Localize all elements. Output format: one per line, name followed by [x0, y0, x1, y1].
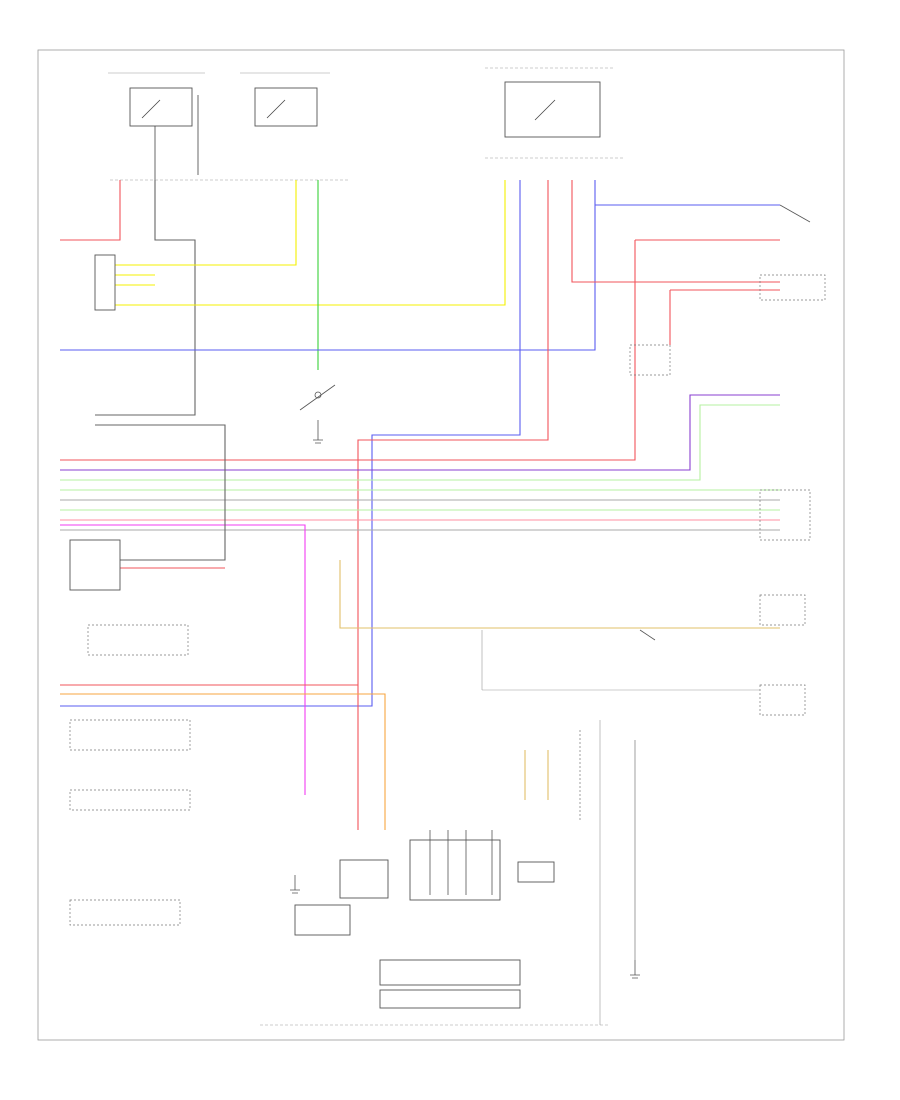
wire-red-right-3: [60, 240, 636, 461]
wire-darkgray: [95, 424, 226, 561]
wire-gray-relay: [95, 180, 196, 416]
wire-red-relay: [357, 180, 549, 830]
left-switch-1: [69, 719, 191, 751]
top-left-relay-group: [108, 72, 350, 181]
wires: [60, 180, 780, 830]
center-module: [339, 859, 389, 899]
top-right-relay: [485, 67, 625, 159]
left-bottom-module: [69, 899, 181, 926]
ground-symbol-2: [630, 960, 640, 979]
wire-yellow-1: [110, 180, 297, 266]
ground-symbol-3: [313, 420, 323, 444]
left-module-1: [69, 539, 121, 591]
bottom-connector-box: [409, 839, 501, 901]
right-module-4: [759, 594, 806, 626]
wire-tan-long: [339, 560, 780, 629]
components: [69, 204, 826, 1026]
wire-red-right-1: [571, 180, 780, 283]
left-module-2: [87, 624, 189, 656]
wire-orange: [60, 693, 386, 830]
center-ground-box: [294, 904, 351, 936]
relay-3-box: [504, 81, 601, 138]
relay-1-box: [129, 87, 193, 127]
diagram-frame: [37, 49, 845, 1041]
ground-symbol-1: [290, 875, 300, 894]
right-module-5: [759, 684, 806, 716]
small-relay-box: [517, 861, 555, 883]
bottom-module-long-2: [379, 989, 521, 1009]
wire-blue-horizontal: [60, 180, 596, 351]
wire-red-left: [60, 180, 121, 241]
wire-blue-down: [60, 180, 521, 707]
wire-lightgreen-right: [60, 404, 780, 481]
right-module-2: [629, 344, 671, 376]
relay-2-box: [254, 87, 318, 127]
wire-magenta: [60, 524, 306, 795]
bottom-module-long: [379, 959, 521, 986]
wire-purple-right: [60, 394, 780, 471]
left-switch-2: [69, 789, 191, 811]
right-module-3: [759, 489, 811, 541]
right-module-1: [759, 274, 826, 301]
left-connector-1: [94, 254, 116, 311]
wire-yellow-4: [110, 180, 506, 306]
